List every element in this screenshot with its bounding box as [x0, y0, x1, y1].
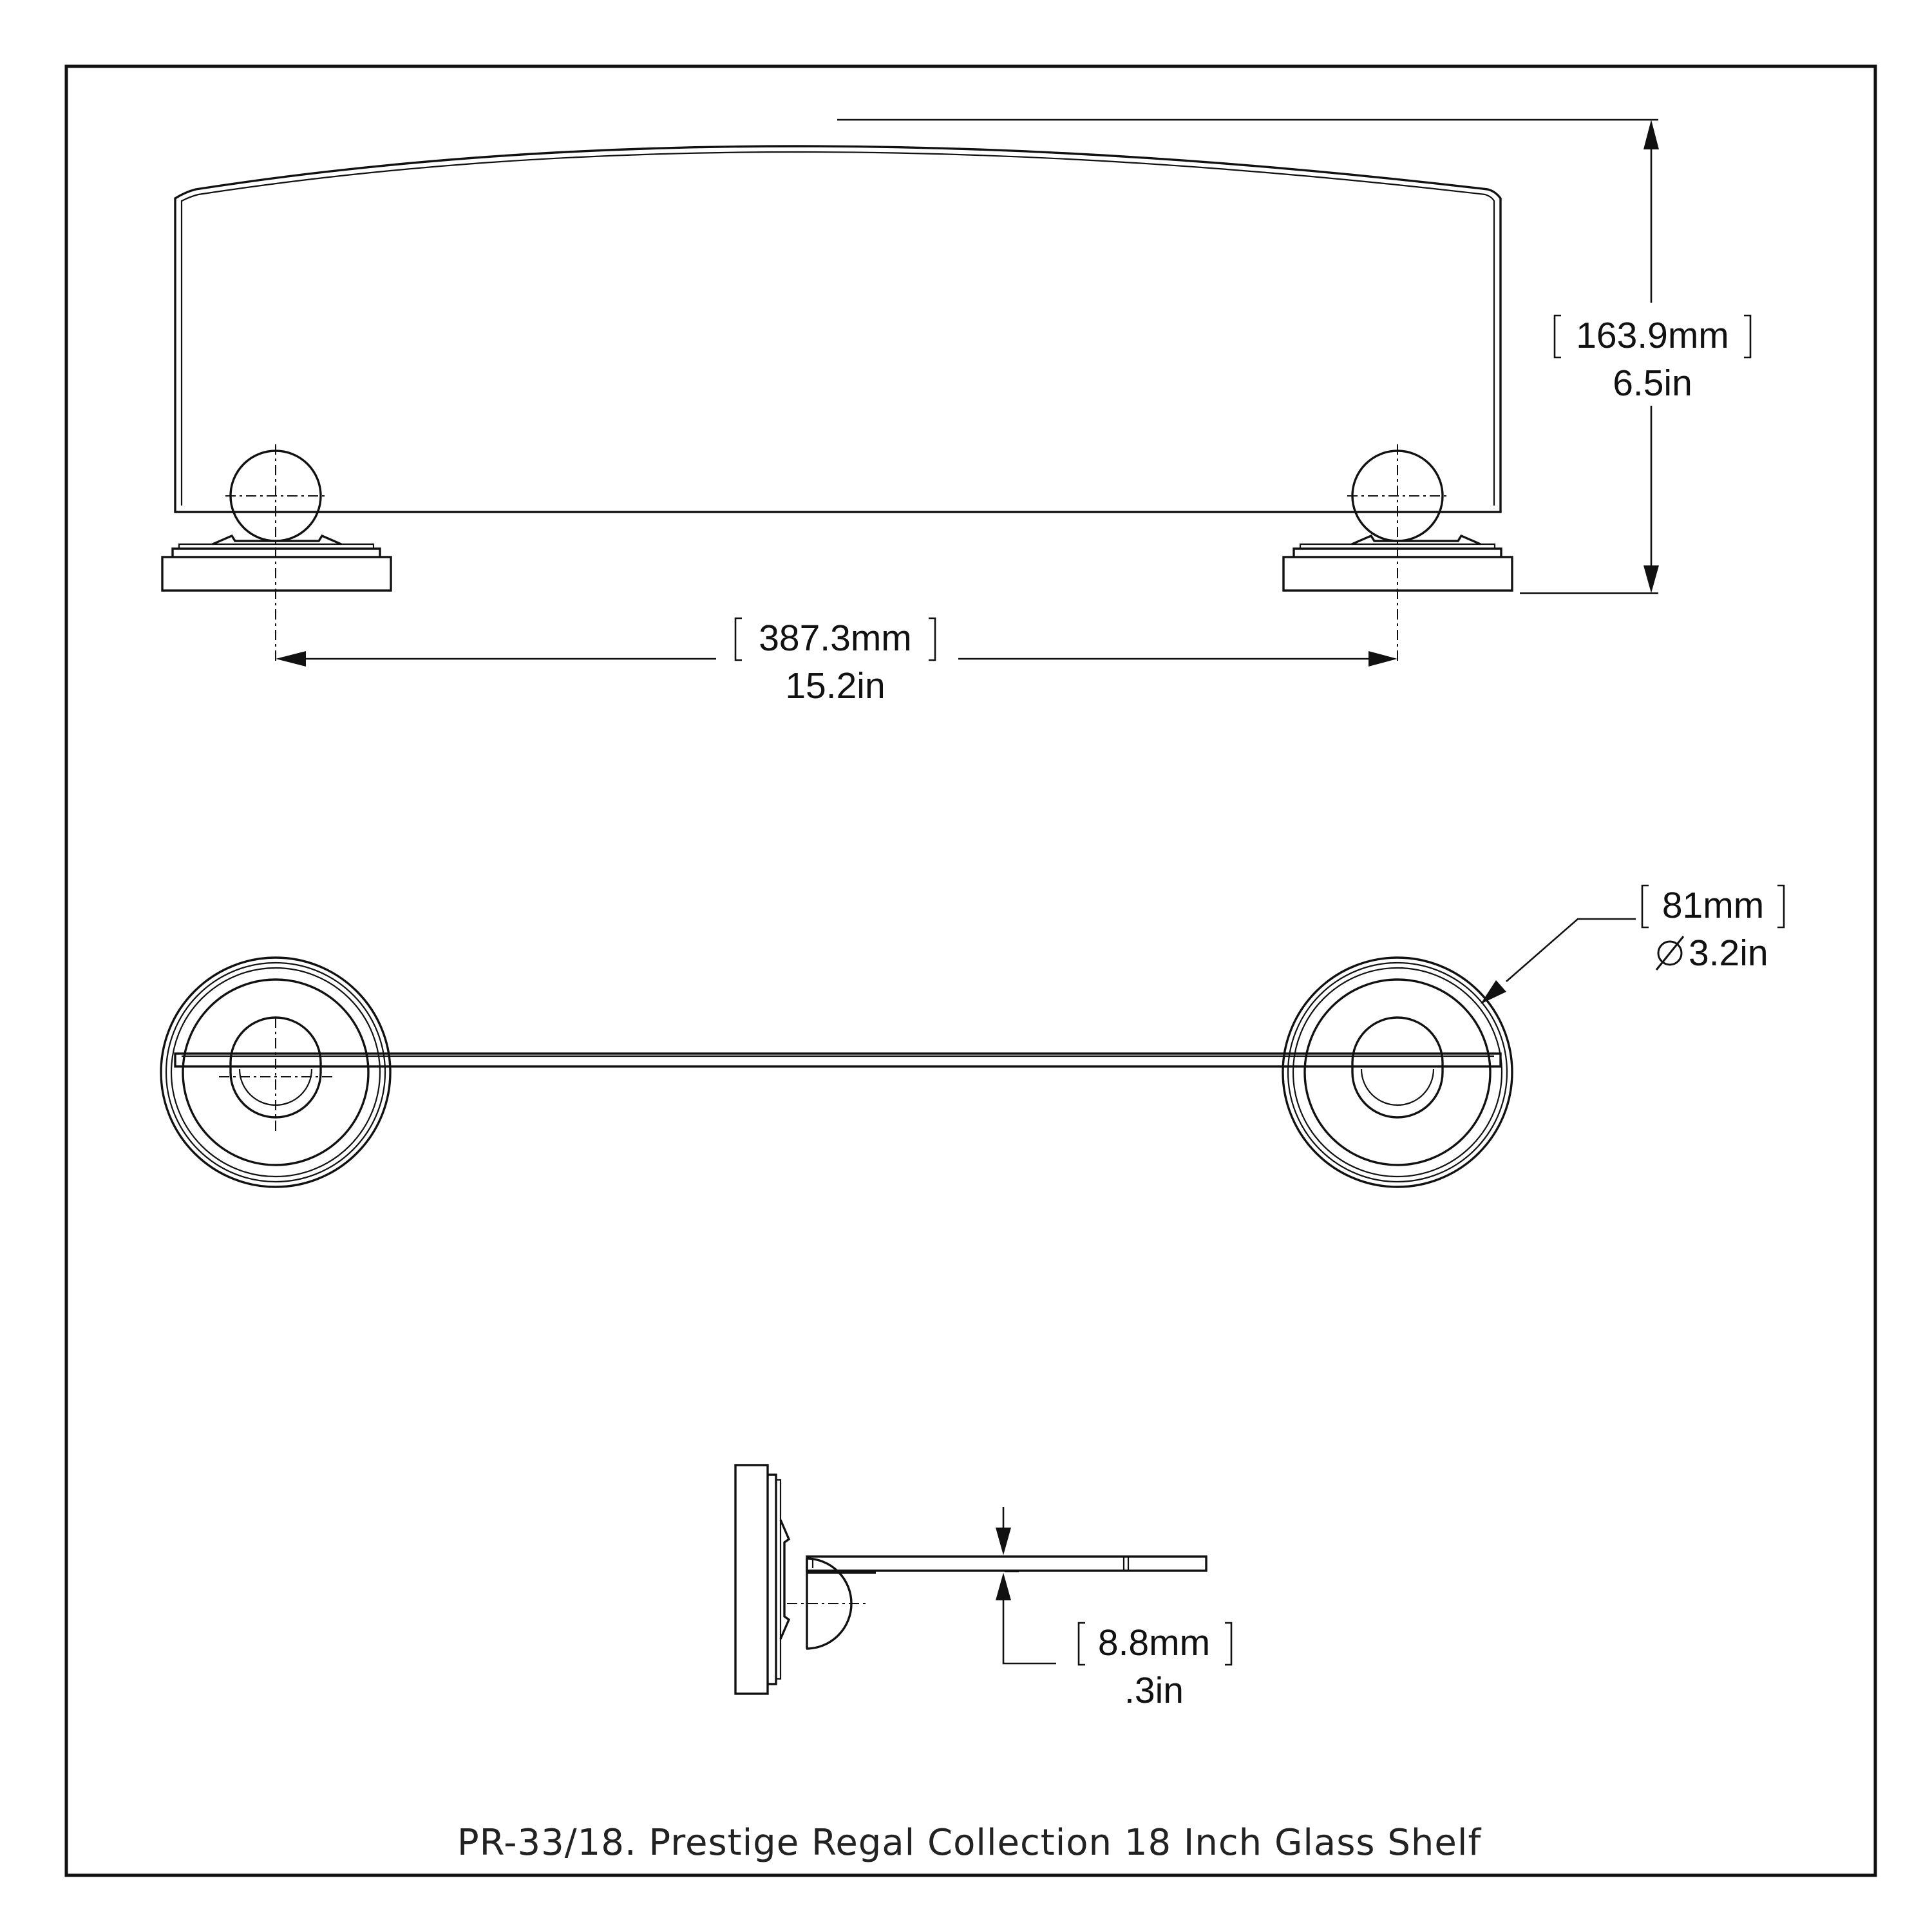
- width-arrow-left: [276, 651, 306, 667]
- right-bracket: [1282, 444, 1513, 663]
- bracket-right: [1225, 1622, 1233, 1666]
- diameter-leader: [1506, 918, 1636, 982]
- bracket-right: [1744, 314, 1752, 359]
- thickness-arrow-top: [996, 1528, 1011, 1555]
- bracket-left: [1641, 884, 1649, 929]
- bracket-left: [1553, 314, 1561, 359]
- thickness-dimension: 8.8mm .3in: [996, 1507, 1233, 1711]
- glass-panel-inner-edge: [180, 151, 1495, 506]
- side-base-plate: [734, 1464, 769, 1695]
- width-mm-label: 387.3mm: [759, 618, 912, 659]
- height-arrow-bottom: [1643, 565, 1659, 593]
- side-collar: [779, 1519, 791, 1640]
- thickness-leader: [1002, 1600, 1056, 1665]
- diameter-arrow: [1481, 980, 1506, 1004]
- diameter-dimension: 81mm 3.2in: [1481, 884, 1785, 1004]
- width-dimension: 387.3mm 15.2in: [276, 617, 1397, 706]
- right-rosette: [1282, 956, 1513, 1188]
- diameter-icon: [1655, 936, 1685, 971]
- left-ball-top: [229, 1016, 322, 1119]
- side-glass-edge: [806, 1555, 1208, 1572]
- left-bracket: [161, 444, 392, 663]
- glass-top-edge: [174, 1052, 1502, 1068]
- diameter-mm-label: 81mm: [1662, 885, 1764, 926]
- top-view: 81mm 3.2in: [160, 884, 1785, 1188]
- height-dimension: 163.9mm 6.5in: [837, 118, 1752, 594]
- bracket-right: [929, 617, 936, 661]
- height-mm-label: 163.9mm: [1576, 315, 1729, 356]
- bracket-left: [1077, 1622, 1085, 1666]
- thickness-in-label: .3in: [1124, 1670, 1184, 1711]
- drawing-frame: [64, 64, 1877, 1877]
- product-caption: PR-33/18. Prestige Regal Collection 18 I…: [457, 1822, 1482, 1864]
- bracket-left: [734, 617, 742, 661]
- left-rosette: [160, 956, 392, 1188]
- side-view: 8.8mm .3in: [734, 1464, 1233, 1711]
- side-base-rim: [768, 1473, 777, 1685]
- left-base-plate: [161, 556, 392, 592]
- height-arrow-top: [1643, 120, 1659, 149]
- width-in-label: 15.2in: [785, 665, 885, 706]
- width-arrow-right: [1368, 651, 1397, 667]
- right-ball-top: [1351, 1016, 1444, 1119]
- diameter-in-label: 3.2in: [1689, 933, 1768, 974]
- thickness-arrow-bottom: [996, 1573, 1011, 1600]
- thickness-mm-label: 8.8mm: [1098, 1622, 1210, 1663]
- bracket-right: [1777, 884, 1785, 929]
- height-in-label: 6.5in: [1613, 363, 1692, 404]
- right-collar: [1351, 534, 1481, 545]
- front-view: 163.9mm 6.5in 387.3mm 15.2in: [161, 118, 1752, 706]
- glass-panel: [174, 145, 1502, 513]
